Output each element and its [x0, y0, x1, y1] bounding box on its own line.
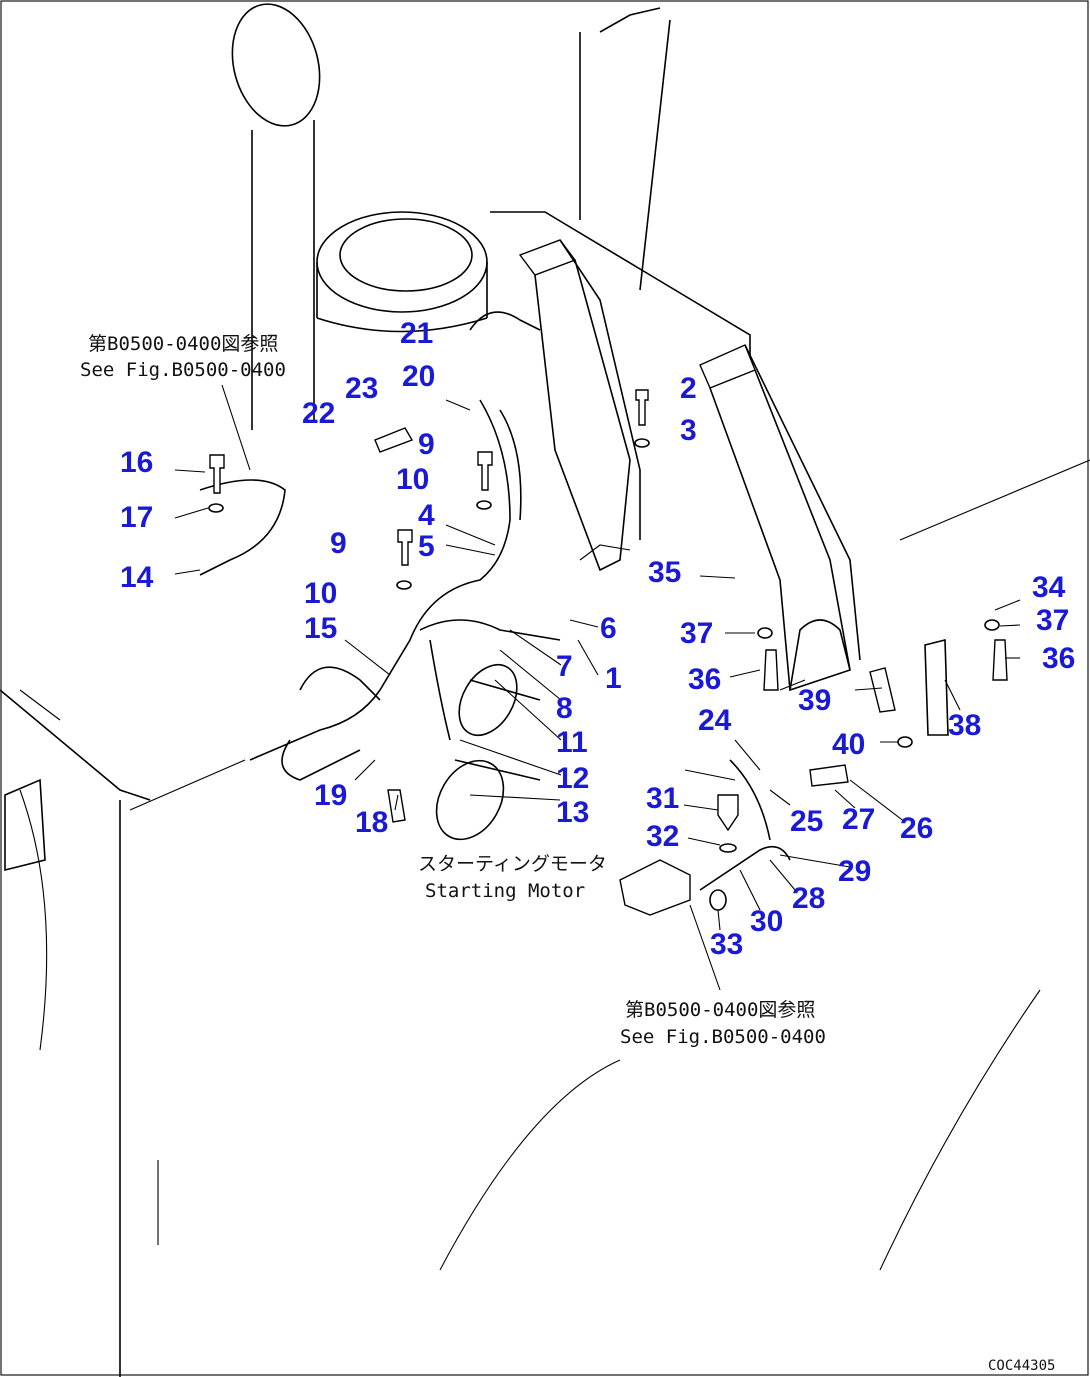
- bracket-right: [699, 344, 861, 692]
- air-cleaner: [316, 211, 488, 333]
- callout: 28: [792, 882, 825, 915]
- wiring-harness: [129, 311, 561, 811]
- callout: 31: [646, 782, 679, 815]
- callout: 16: [120, 446, 153, 479]
- callout: 11: [556, 726, 588, 759]
- callout: 37: [680, 617, 713, 650]
- frame-structure: [0, 7, 1090, 1377]
- side-window: [4, 778, 46, 872]
- reference-en-top: See Fig.B0500-0400: [80, 359, 286, 381]
- callout: 6: [600, 612, 617, 645]
- callout: 1: [605, 662, 622, 695]
- callout: 26: [900, 812, 933, 845]
- callout: 27: [842, 803, 875, 836]
- callout: 19: [314, 779, 347, 812]
- callout: 35: [648, 556, 681, 589]
- callout: 10: [396, 463, 429, 496]
- drawing-code: COC44305: [988, 1358, 1055, 1374]
- callout: 38: [948, 709, 981, 742]
- reference-jp-top: 第B0500-0400図参照: [88, 333, 278, 355]
- exhaust-pipe: [231, 3, 321, 430]
- callout: 36: [1042, 642, 1075, 675]
- callout: 29: [838, 855, 871, 888]
- callout: 36: [688, 663, 721, 696]
- starting-motor-label-en: Starting Motor: [425, 880, 585, 902]
- callout: 3: [680, 414, 697, 447]
- callout: 7: [556, 650, 573, 683]
- callout: 15: [304, 612, 337, 645]
- callout: 24: [698, 704, 732, 737]
- callout: 32: [646, 820, 679, 853]
- starting-motor-label-jp: スターティングモータ: [418, 853, 607, 875]
- callout: 18: [355, 806, 388, 839]
- reference-notes: 第B0500-0400図参照 See Fig.B0500-0400 スターティン…: [80, 333, 1055, 1374]
- callout: 9: [330, 527, 347, 560]
- callout: 21: [400, 317, 433, 350]
- callout: 9: [418, 428, 435, 461]
- callout: 33: [710, 928, 743, 961]
- reference-en-bottom: See Fig.B0500-0400: [620, 1026, 826, 1048]
- callout: 17: [120, 501, 153, 534]
- starting-motor: [435, 663, 541, 841]
- callout: 30: [750, 905, 783, 938]
- callout: 25: [790, 805, 823, 838]
- leader-lines: [174, 384, 1021, 991]
- callout: 5: [418, 530, 435, 563]
- callout: 8: [556, 692, 573, 725]
- callout: 12: [556, 762, 589, 795]
- callout: 20: [402, 360, 435, 393]
- callout: 23: [345, 372, 378, 405]
- callout: 14: [120, 561, 154, 594]
- callout: 4: [418, 499, 435, 532]
- reference-jp-bottom: 第B0500-0400図参照: [625, 999, 815, 1021]
- bracket-left: [518, 239, 641, 572]
- callout: 10: [304, 577, 337, 610]
- fasteners: [208, 389, 1008, 911]
- callout: 40: [832, 728, 865, 761]
- callout: 37: [1036, 604, 1069, 637]
- relay-assembly: [619, 759, 791, 916]
- callout: 2: [680, 372, 697, 405]
- body-contours: [439, 989, 1041, 1271]
- callout: 34: [1032, 571, 1066, 604]
- callout: 13: [556, 796, 589, 829]
- callout: 39: [798, 684, 831, 717]
- callout: 22: [302, 397, 335, 430]
- callouts: 1 2 3 4 5 6 7 8 9 9 10 10 11 12 13 14 15…: [120, 317, 1075, 961]
